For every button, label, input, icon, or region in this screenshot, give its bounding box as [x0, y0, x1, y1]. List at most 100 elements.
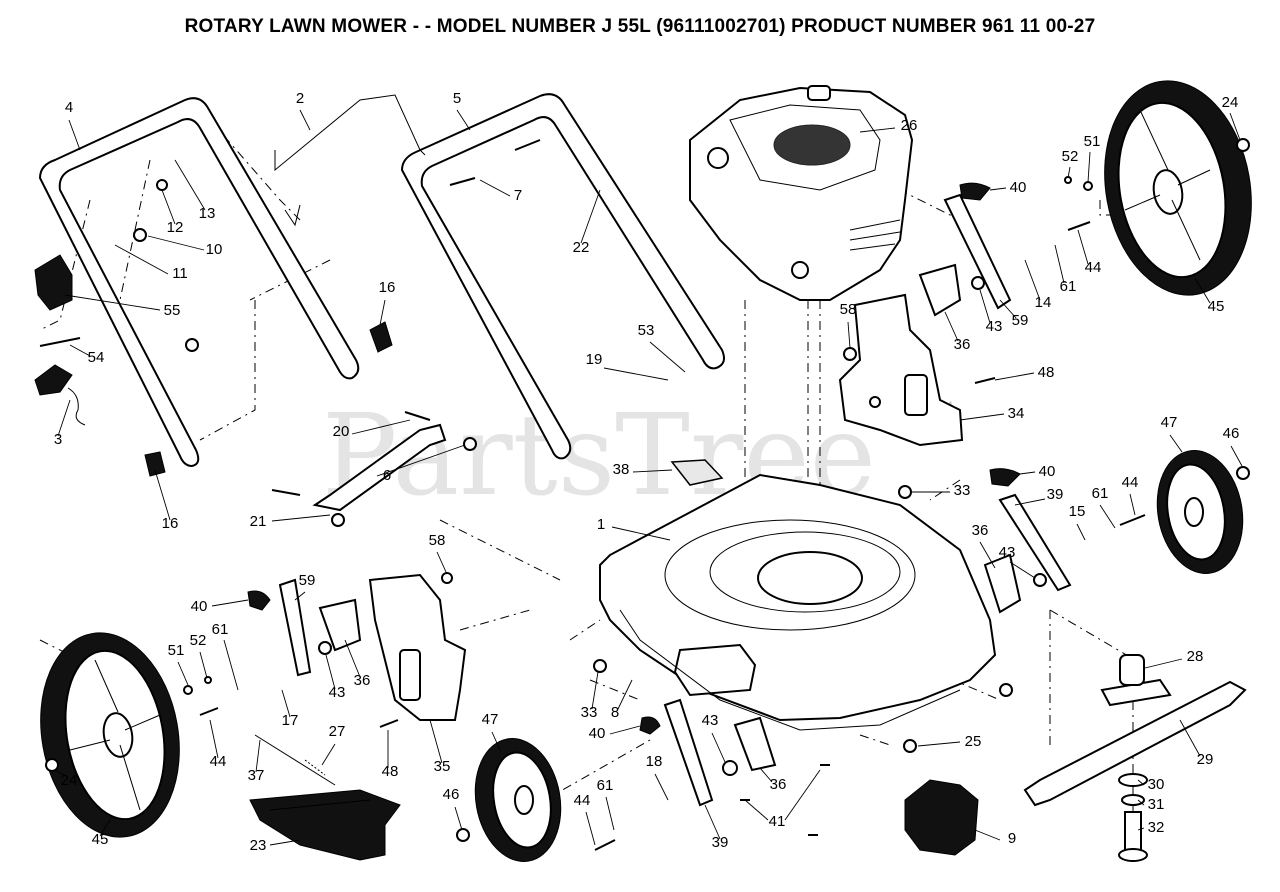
callout-61d: 61 — [597, 777, 614, 794]
callout-40d: 40 — [589, 725, 606, 742]
callout-16a: 16 — [379, 279, 396, 296]
callout-46a: 46 — [1223, 425, 1240, 442]
callout-44b: 44 — [1122, 474, 1139, 491]
callout-30: 30 — [1148, 776, 1165, 793]
callout-5: 5 — [453, 90, 461, 107]
callout-58a: 58 — [840, 301, 857, 318]
callout-45a: 45 — [1208, 298, 1225, 315]
callout-13: 13 — [199, 205, 216, 222]
callout-4: 4 — [65, 99, 73, 116]
callout-55: 55 — [164, 302, 181, 319]
callout-19: 19 — [586, 351, 603, 368]
callout-46b: 46 — [443, 786, 460, 803]
callout-1: 1 — [597, 516, 605, 533]
callout-9: 9 — [1008, 830, 1016, 847]
callout-53: 53 — [638, 322, 655, 339]
callout-36c: 36 — [354, 672, 371, 689]
callout-15: 15 — [1069, 503, 1086, 520]
callout-14: 14 — [1035, 294, 1052, 311]
callout-51a: 51 — [1084, 133, 1101, 150]
blade-adapter — [1100, 654, 1172, 707]
engine — [689, 85, 914, 301]
callout-61a: 61 — [1060, 278, 1077, 295]
callout-11: 11 — [172, 265, 188, 282]
callout-43d: 43 — [702, 712, 719, 729]
height-adjusters — [278, 193, 1072, 807]
callout-38: 38 — [613, 461, 630, 478]
callout-27: 27 — [329, 723, 346, 740]
callout-16b: 16 — [162, 515, 179, 532]
callout-61b: 61 — [1092, 485, 1109, 502]
callout-40b: 40 — [1039, 463, 1056, 480]
diagram-title: ROTARY LAWN MOWER - - MODEL NUMBER J 55L… — [184, 16, 1096, 37]
callout-10: 10 — [206, 241, 223, 258]
callout-6: 6 — [383, 467, 391, 484]
wheel-bracket-front — [368, 573, 467, 721]
callout-37: 37 — [248, 767, 265, 784]
callout-24b: 24 — [61, 772, 78, 789]
callout-7: 7 — [514, 187, 522, 204]
callout-36b: 36 — [972, 522, 989, 539]
callout-39a: 39 — [1047, 486, 1064, 503]
callout-21: 21 — [250, 513, 267, 530]
callout-43c: 43 — [329, 684, 346, 701]
mower-deck — [599, 473, 997, 731]
callout-23: 23 — [250, 837, 267, 854]
callout-52b: 52 — [190, 632, 207, 649]
callout-12: 12 — [167, 219, 184, 236]
callout-31: 31 — [1148, 796, 1165, 813]
rear-deflector — [249, 789, 401, 861]
callout-33b: 33 — [581, 704, 598, 721]
callout-32: 32 — [1148, 819, 1165, 836]
blade — [1023, 680, 1247, 807]
rear-wheel-left — [40, 632, 180, 838]
callout-61c: 61 — [212, 621, 229, 638]
callout-58b: 58 — [429, 532, 446, 549]
callout-36a: 36 — [954, 336, 971, 353]
callout-40a: 40 — [1010, 179, 1027, 196]
callout-36d: 36 — [770, 776, 787, 793]
callout-25: 25 — [965, 733, 982, 750]
callout-2: 2 — [296, 90, 304, 107]
handle-brace — [312, 423, 447, 512]
callout-48a: 48 — [1038, 364, 1055, 381]
lower-handle-left — [38, 97, 360, 468]
callout-45b: 45 — [92, 831, 109, 848]
wheel-bracket-rear — [838, 293, 964, 447]
callout-24a: 24 — [1222, 94, 1239, 111]
callout-54: 54 — [88, 349, 105, 366]
blade-hardware — [1118, 773, 1148, 862]
callout-44a: 44 — [1085, 259, 1102, 276]
callout-44c: 44 — [210, 753, 227, 770]
callout-28: 28 — [1187, 648, 1204, 665]
cable-guide — [670, 459, 724, 486]
deflector-rod-spring — [254, 734, 336, 786]
callout-22: 22 — [573, 239, 590, 256]
leader-lines — [54, 109, 1243, 846]
callout-3: 3 — [54, 431, 62, 448]
front-wheel-right — [1156, 450, 1244, 574]
callout-47b: 47 — [482, 711, 499, 728]
callout-41: 41 — [769, 813, 786, 830]
callout-26: 26 — [901, 117, 918, 134]
callout-17: 17 — [282, 712, 299, 729]
callout-59b: 59 — [299, 572, 316, 589]
callout-59a: 59 — [1012, 312, 1029, 329]
callout-35: 35 — [434, 758, 451, 775]
callout-43a: 43 — [986, 318, 1003, 335]
callout-48b: 48 — [382, 763, 399, 780]
starter-grip — [34, 254, 86, 426]
rear-wheel-right — [1104, 80, 1252, 296]
callout-34: 34 — [1008, 405, 1025, 422]
callout-52a: 52 — [1062, 148, 1079, 165]
callout-40c: 40 — [191, 598, 208, 615]
callout-39b: 39 — [712, 834, 729, 851]
callout-44d: 44 — [574, 792, 591, 809]
adjuster-knobs — [247, 182, 1021, 735]
discharge-cover — [904, 779, 979, 856]
front-wheel-left — [474, 738, 562, 862]
hardware-bolts-nuts — [39, 138, 1250, 851]
callout-43b: 43 — [999, 544, 1016, 561]
